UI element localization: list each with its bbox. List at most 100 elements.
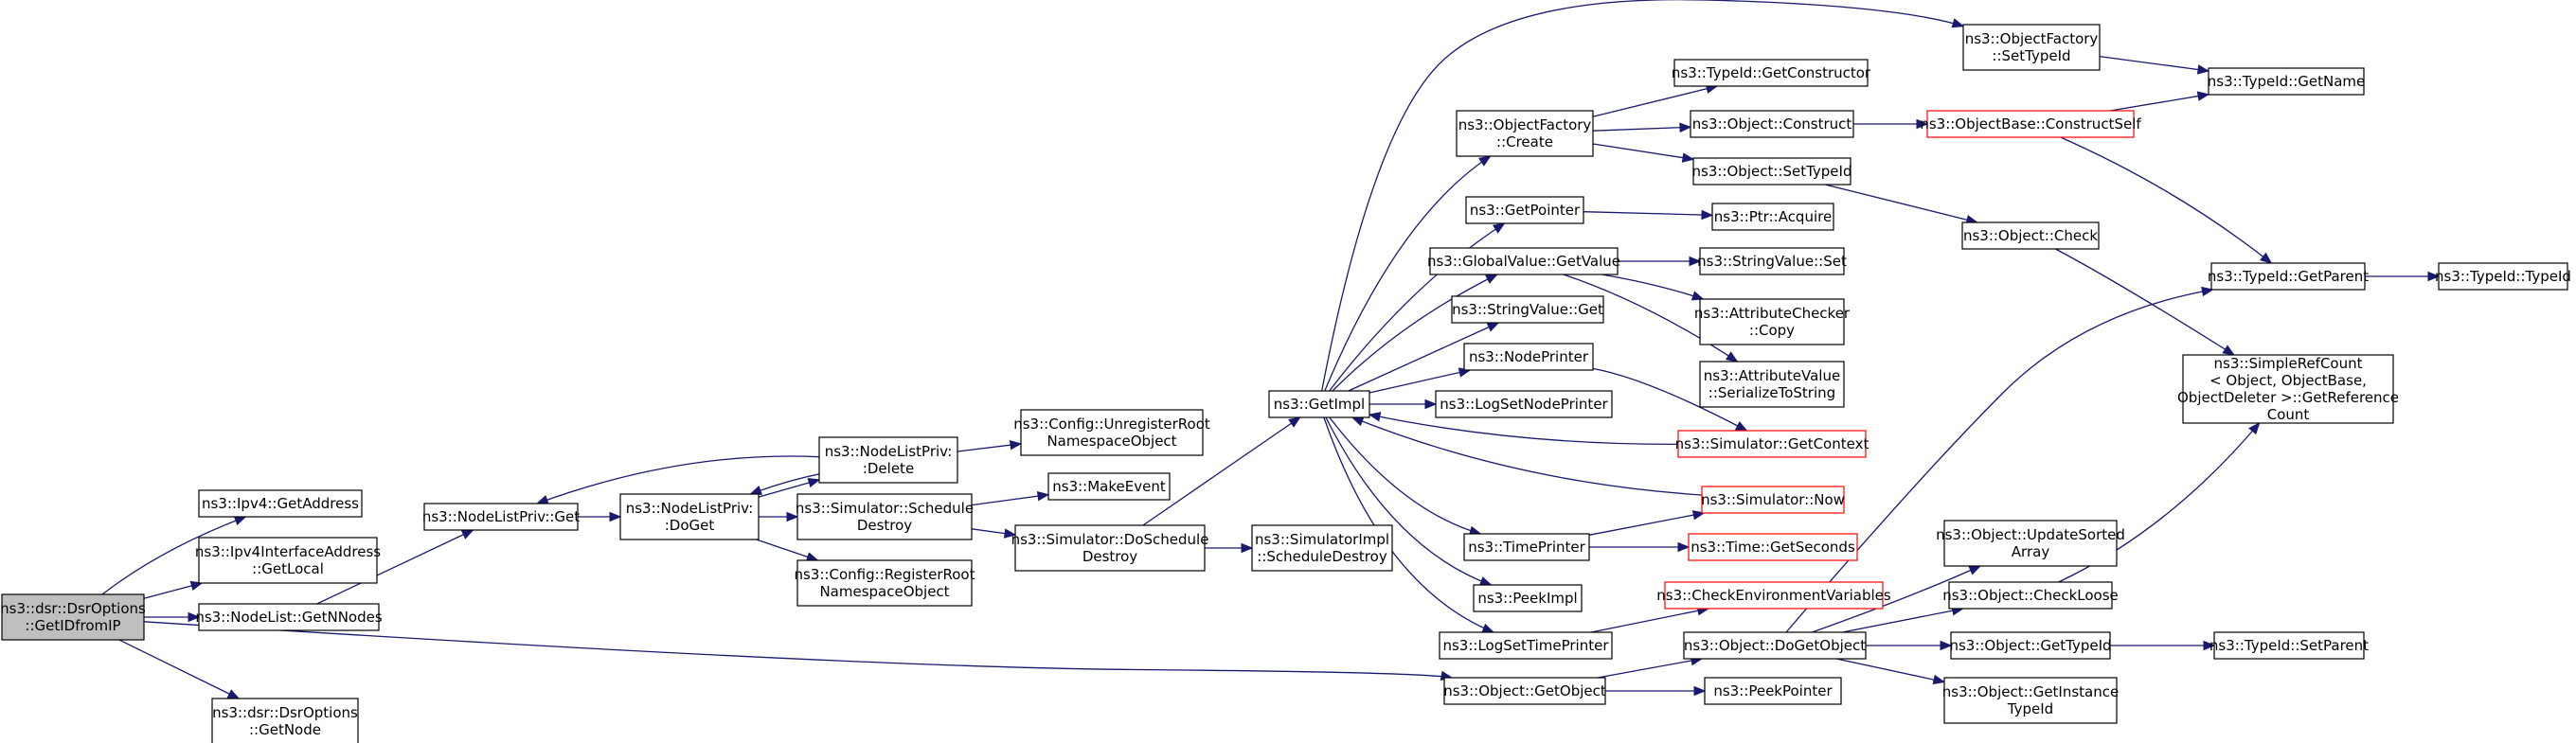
node-objfactory-settypeid[interactable]: ns3::ObjectFactory::SetTypeId	[1962, 24, 2101, 71]
node-box	[1961, 221, 2100, 250]
arrowhead-timeprinter-to-time_getseconds	[1677, 541, 1690, 553]
node-typeid-getconstructor[interactable]: ns3::TypeId::GetConstructor	[1672, 59, 1871, 87]
arrowhead-root-to-dsropt_getnode	[226, 689, 241, 699]
arrowhead-sim_doschedule_destroy-to-simimpl_schedule_destroy	[1241, 542, 1254, 554]
node-nlp-delete[interactable]: ns3::NodeListPriv::Delete	[818, 436, 958, 484]
node-label-line: ns3::TypeId::TypeId	[2435, 268, 2571, 285]
node-label-line: ns3::Ipv4InterfaceAddress	[195, 543, 381, 560]
edge-getimpl-to-timeprinter	[1329, 416, 1481, 535]
node-attrvalue-serialize[interactable]: ns3::AttributeValue::SerializeToString	[1699, 361, 1845, 408]
node-label-line: ns3::TypeId::SetParent	[2209, 637, 2369, 654]
arrowhead-nlp_get-to-nlp_doget	[609, 511, 622, 522]
node-strval-get[interactable]: ns3::StringValue::Get	[1451, 295, 1604, 324]
node-sim-schedule-destroy[interactable]: ns3::Simulator::ScheduleDestroy	[796, 493, 974, 540]
arrowhead-getimpl-to-gv_getvalue	[1485, 274, 1498, 284]
node-label-line: ns3::Object::Construct	[1692, 115, 1852, 133]
node-simimpl-schedule-destroy[interactable]: ns3::SimulatorImpl::ScheduleDestroy	[1251, 524, 1393, 572]
node-label-line: ns3::Simulator::DoSchedule	[1011, 531, 1209, 548]
node-label-line: ns3::Object::GetInstance	[1942, 683, 2119, 700]
node-time-getseconds[interactable]: ns3::Time::GetSeconds	[1688, 533, 1858, 561]
node-ipv4iface-getlocal[interactable]: ns3::Ipv4InterfaceAddress::GetLocal	[195, 537, 381, 584]
node-getimpl[interactable]: ns3::GetImpl	[1268, 390, 1370, 418]
edge-objfactory_create-to-object_settypeid	[1592, 143, 1694, 160]
node-box	[2208, 67, 2365, 96]
node-object-gettypeid[interactable]: ns3::Object::GetTypeId	[1949, 631, 2112, 660]
node-dsropt-getnode[interactable]: ns3::dsr::DsrOptions::GetNode	[211, 698, 359, 743]
node-label-line: ns3::Config::UnregisterRoot	[1013, 416, 1210, 433]
node-typeid-typeid[interactable]: ns3::TypeId::TypeId	[2435, 262, 2571, 291]
node-label-line: ns3::AttributeChecker	[1694, 305, 1851, 322]
edge-object_dogetobject-to-object_updatesorted	[1812, 565, 1981, 633]
node-box	[1435, 390, 1613, 418]
node-box	[1047, 472, 1171, 501]
node-sim-now[interactable]: ns3::Simulator::Now	[1701, 486, 1845, 514]
arrowhead-object_dogetobject-to-object_getinstancetypeid	[1932, 674, 1946, 685]
node-typeid-getname[interactable]: ns3::TypeId::GetName	[2208, 67, 2365, 96]
node-label-line: ns3::Object::GetTypeId	[1949, 637, 2111, 654]
node-box	[1451, 295, 1604, 324]
node-object-checkloose[interactable]: ns3::Object::CheckLoose	[1942, 581, 2119, 610]
node-typeid-setparent[interactable]: ns3::TypeId::SetParent	[2209, 631, 2369, 660]
node-strval-set[interactable]: ns3::StringValue::Set	[1697, 247, 1847, 275]
node-box	[1943, 677, 2118, 724]
node-box	[619, 493, 760, 540]
node-box	[423, 503, 579, 531]
node-box	[1950, 631, 2111, 660]
node-logsettimeprinter[interactable]: ns3::LogSetTimePrinter	[1439, 631, 1613, 660]
node-nlp-doget[interactable]: ns3::NodeListPriv::DoGet	[619, 493, 760, 540]
node-label-line: ns3::dsr::DsrOptions	[0, 600, 146, 617]
node-nlp-get[interactable]: ns3::NodeListPriv::Get	[422, 503, 580, 531]
node-object-getobject[interactable]: ns3::Object::GetObject	[1443, 677, 1606, 705]
node-simplerefcount[interactable]: ns3::SimpleRefCount< Object, ObjectBase,…	[2177, 354, 2399, 424]
arrowhead-object_getobject-to-peekpointer	[1693, 685, 1707, 697]
node-label-line: Destroy	[857, 517, 912, 534]
node-box	[1251, 524, 1393, 572]
arrowhead-getimpl-to-getpointer	[1492, 222, 1506, 234]
node-label-line: ns3::Object::Check	[1963, 227, 2098, 244]
node-box	[818, 436, 958, 484]
node-peekimpl[interactable]: ns3::PeekImpl	[1473, 584, 1583, 612]
node-checkenv[interactable]: ns3::CheckEnvironmentVariables	[1656, 581, 1891, 610]
node-box	[1473, 584, 1583, 612]
node-label-line: ns3::NodeListPriv:	[825, 443, 953, 460]
node-object-settypeid[interactable]: ns3::Object::SetTypeId	[1692, 157, 1852, 186]
node-box	[1014, 524, 1206, 572]
node-objfactory-create[interactable]: ns3::ObjectFactory::Create	[1456, 110, 1594, 157]
node-object-check[interactable]: ns3::Object::Check	[1961, 221, 2100, 250]
node-box	[198, 603, 380, 631]
node-logsetnodeprinter[interactable]: ns3::LogSetNodePrinter	[1435, 390, 1613, 418]
edge-getimpl-to-logsettimeprinter	[1323, 416, 1494, 633]
node-object-construct[interactable]: ns3::Object::Construct	[1690, 110, 1854, 138]
arrowhead-objfactory_create-to-object_construct	[1679, 122, 1692, 133]
edge-sim_getcontext-to-getimpl	[1368, 414, 1679, 446]
node-object-dogetobject[interactable]: ns3::Object::DoGetObject	[1683, 631, 1867, 660]
node-makeevent[interactable]: ns3::MakeEvent	[1047, 472, 1171, 501]
node-root[interactable]: ns3::dsr::DsrOptions::GetIDfromIP	[0, 593, 146, 641]
node-nodeprinter[interactable]: ns3::NodePrinter	[1463, 343, 1594, 371]
node-nodelist-getnnodes[interactable]: ns3::NodeList::GetNNodes	[195, 603, 383, 631]
node-timeprinter[interactable]: ns3::TimePrinter	[1463, 533, 1590, 561]
node-ipv4-getaddress[interactable]: ns3::Ipv4::GetAddress	[198, 489, 363, 518]
node-box	[1943, 520, 2118, 567]
node-label-line: ns3::dsr::DsrOptions	[212, 704, 358, 721]
node-cfg-unregister[interactable]: ns3::Config::UnregisterRootNamespaceObje…	[1013, 409, 1210, 456]
node-label-line: ns3::NodeListPriv::Get	[422, 508, 580, 525]
arrowhead-root-to-ipv4iface_getlocal	[189, 580, 204, 592]
node-attrchecker-copy[interactable]: ns3::AttributeChecker::Copy	[1694, 298, 1851, 345]
node-label-line: ns3::Object::CheckLoose	[1942, 587, 2119, 604]
node-gv-getvalue[interactable]: ns3::GlobalValue::GetValue	[1427, 247, 1620, 275]
node-objbase-constructself[interactable]: ns3::ObjectBase::ConstructSelf	[1920, 110, 2141, 138]
arrowhead-nlp_delete-to-cfg_unregister	[1009, 440, 1023, 451]
node-sim-getcontext[interactable]: ns3::Simulator::GetContext	[1675, 430, 1869, 458]
node-getpointer[interactable]: ns3::GetPointer	[1465, 196, 1584, 224]
arrowhead-object_dogetobject-to-object_updatesorted	[1968, 565, 1982, 575]
node-label-line: ns3::SimulatorImpl	[1255, 531, 1389, 548]
node-ptr-acquire[interactable]: ns3::Ptr::Acquire	[1711, 203, 1834, 231]
node-typeid-getparent[interactable]: ns3::TypeId::GetParent	[2208, 262, 2369, 291]
node-peekpointer[interactable]: ns3::PeekPointer	[1704, 677, 1842, 705]
